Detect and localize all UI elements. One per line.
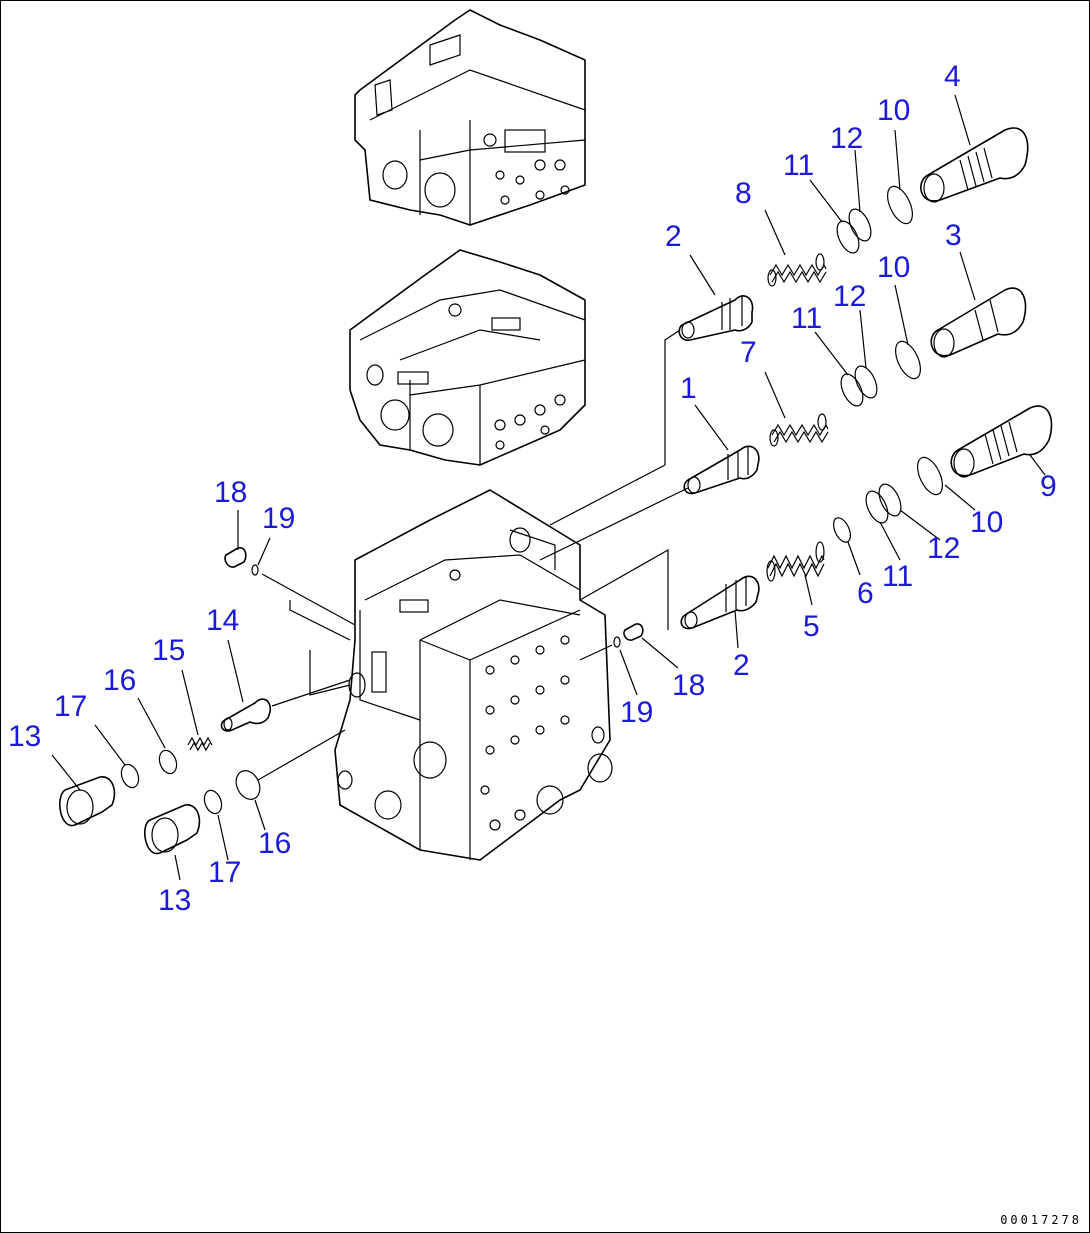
callout-7: 7 [740,336,757,369]
callout-10-top: 10 [877,94,910,127]
ring-16-bottom [235,770,261,800]
callout-17-bottom: 17 [208,856,241,889]
drawing-number: 00017278 [1000,1213,1082,1227]
callout-labels: 4 3 9 10 10 10 12 12 12 11 11 11 8 7 6 5… [8,60,1057,917]
ring-12-low [878,483,902,517]
spring-8 [767,253,827,287]
ring-10-mid [895,340,921,380]
callout-2-bottom: 2 [733,649,750,682]
spring-15 [187,736,213,752]
ring-11-top [836,220,860,254]
pin-19-left [251,564,259,576]
plug-18-right [623,623,644,641]
callout-11-low: 11 [882,560,913,593]
pin-19-right [613,636,621,648]
ring-16-left [158,749,178,775]
spool-1 [683,445,760,495]
spool-2-lower [680,575,760,630]
main-valve-body [334,489,613,861]
callout-18-left: 18 [214,476,247,509]
callout-18-right: 18 [672,669,705,702]
valve-14 [220,698,272,732]
plug-13-left [59,776,116,827]
spring-5 [766,541,825,582]
spring-7 [769,413,829,447]
callout-12-mid: 12 [833,280,866,313]
spool-2-upper [678,295,754,341]
callout-1: 1 [680,372,697,405]
callout-11-top: 11 [783,149,814,182]
callout-12-top: 12 [830,122,863,155]
ring-17-bottom [203,789,223,815]
plug-4 [920,127,1029,203]
callout-19-right: 19 [620,696,653,729]
callout-13-bottom: 13 [158,884,191,917]
ring-6 [833,517,851,543]
ring-12-mid [854,365,878,399]
callout-19-left: 19 [262,502,295,535]
plug-18-left [224,546,247,568]
callout-16-left: 16 [103,664,136,697]
callout-16-bottom: 16 [258,827,291,860]
callout-5: 5 [803,610,820,643]
callout-10-mid: 10 [877,251,910,284]
callout-15: 15 [152,634,185,667]
ring-11-low [865,490,889,524]
callout-12-low: 12 [927,532,960,565]
callout-3: 3 [945,219,962,252]
callout-leaders [51,94,1046,881]
plug-13-bottom [144,804,201,855]
ring-11-mid [840,373,864,407]
callout-11-mid: 11 [791,302,822,335]
callout-13-left: 13 [8,720,41,753]
callout-4: 4 [944,60,961,93]
callout-17-left: 17 [54,690,87,723]
plug-9 [950,405,1053,478]
ring-10-low [917,456,943,496]
callout-6: 6 [857,577,874,610]
callout-10-low: 10 [970,506,1003,539]
ring-10-top [887,185,913,225]
middle-valve-housing [349,249,586,466]
plug-3 [930,287,1027,358]
callout-14: 14 [206,604,239,637]
callout-2-top: 2 [665,220,682,253]
ring-12-top [848,208,872,242]
upper-valve-housing [354,9,586,226]
callout-8: 8 [735,177,752,210]
ring-17-left [120,763,140,789]
assembly-center-lines [257,329,689,781]
callout-9: 9 [1040,470,1057,503]
